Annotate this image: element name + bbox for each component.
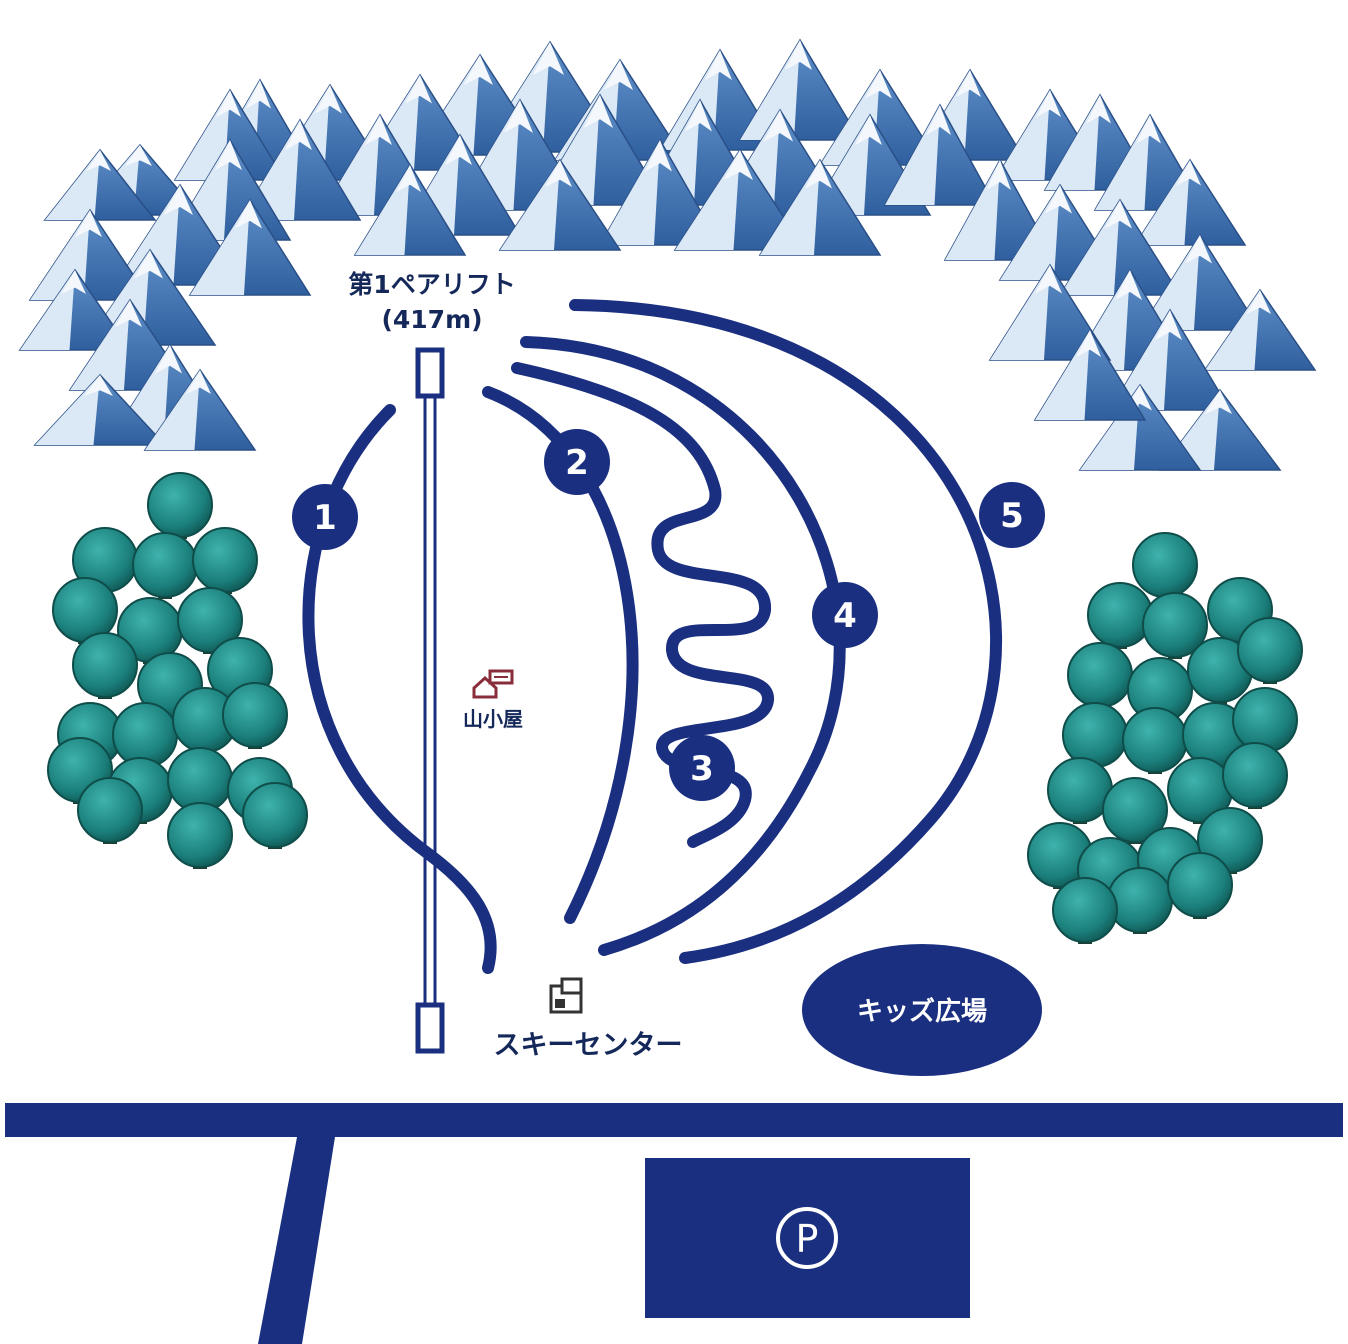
hut-label: 山小屋 (463, 707, 523, 731)
mountain-23 (883, 103, 997, 206)
tree (1167, 852, 1233, 919)
course-badge-4[interactable]: 4 (812, 582, 878, 648)
tree (1122, 707, 1188, 774)
course-number-1: 1 (313, 498, 337, 538)
course-badge-2[interactable]: 2 (544, 429, 610, 495)
parking-symbol: P (796, 1217, 819, 1261)
mountain-37 (943, 158, 1057, 261)
tree (1107, 867, 1173, 934)
mountain-26 (1133, 158, 1247, 246)
mountain-40 (1138, 233, 1262, 331)
tree (1052, 877, 1118, 944)
course-badge-3[interactable]: 3 (669, 735, 735, 801)
tree (1132, 532, 1198, 599)
mountain-52 (1033, 328, 1147, 421)
course-badge-1[interactable]: 1 (292, 484, 358, 550)
mountain-43 (988, 263, 1112, 361)
mountain-5 (738, 38, 862, 141)
course-5-trail[interactable] (569, 299, 1003, 964)
lift-length: (417m) (381, 305, 482, 334)
mountain-39 (1058, 198, 1182, 296)
mountain-range (18, 38, 1317, 471)
road (5, 1103, 1343, 1344)
tree (77, 777, 143, 844)
kids-area[interactable]: キッズ広場 (802, 944, 1042, 1076)
lift-name: 第1ペアリフト (348, 270, 515, 299)
mountain-41 (1203, 288, 1317, 371)
building-icon (549, 977, 583, 1014)
mountain-34 (188, 198, 312, 296)
tree (147, 472, 213, 539)
parking-icon: P (776, 1207, 838, 1269)
course-badge-5[interactable]: 5 (979, 482, 1045, 548)
course-number-3: 3 (690, 749, 714, 789)
ski-center-label: スキーセンター (494, 1030, 683, 1061)
tree (222, 682, 288, 749)
mountain-35 (498, 158, 622, 251)
mountain-36 (353, 163, 467, 256)
lift-line (415, 347, 445, 1054)
tree (242, 782, 308, 849)
tree (167, 802, 233, 869)
tree-cluster-right (1027, 532, 1303, 944)
tree (1102, 777, 1168, 844)
hut-icon (472, 669, 514, 699)
tree (192, 527, 258, 594)
lift-top-station (415, 347, 445, 399)
tree (52, 577, 118, 644)
course-4-trail[interactable] (520, 336, 846, 956)
mountain-50 (33, 373, 167, 446)
course-number-2: 2 (565, 443, 589, 483)
tree (72, 632, 138, 699)
course-2-trail[interactable] (482, 386, 639, 924)
kids-area-label: キッズ広場 (857, 996, 987, 1027)
tree (177, 587, 243, 654)
mountain-47 (18, 268, 132, 351)
mountain-14 (43, 148, 157, 221)
mountain-28 (598, 138, 722, 246)
tree (1142, 592, 1208, 659)
tree (1237, 617, 1303, 684)
lift-bottom-station (415, 1002, 445, 1054)
mountain-30 (758, 158, 882, 256)
mountain-51 (143, 368, 257, 451)
course-number-5: 5 (1000, 496, 1024, 536)
tree-cluster-left (47, 472, 308, 869)
mountain-29 (673, 148, 807, 251)
tree (1087, 582, 1153, 649)
tree (1222, 742, 1288, 809)
tree (132, 532, 198, 599)
parking-lot[interactable]: P (645, 1158, 970, 1318)
course-number-4: 4 (833, 596, 857, 636)
tree (1067, 642, 1133, 709)
